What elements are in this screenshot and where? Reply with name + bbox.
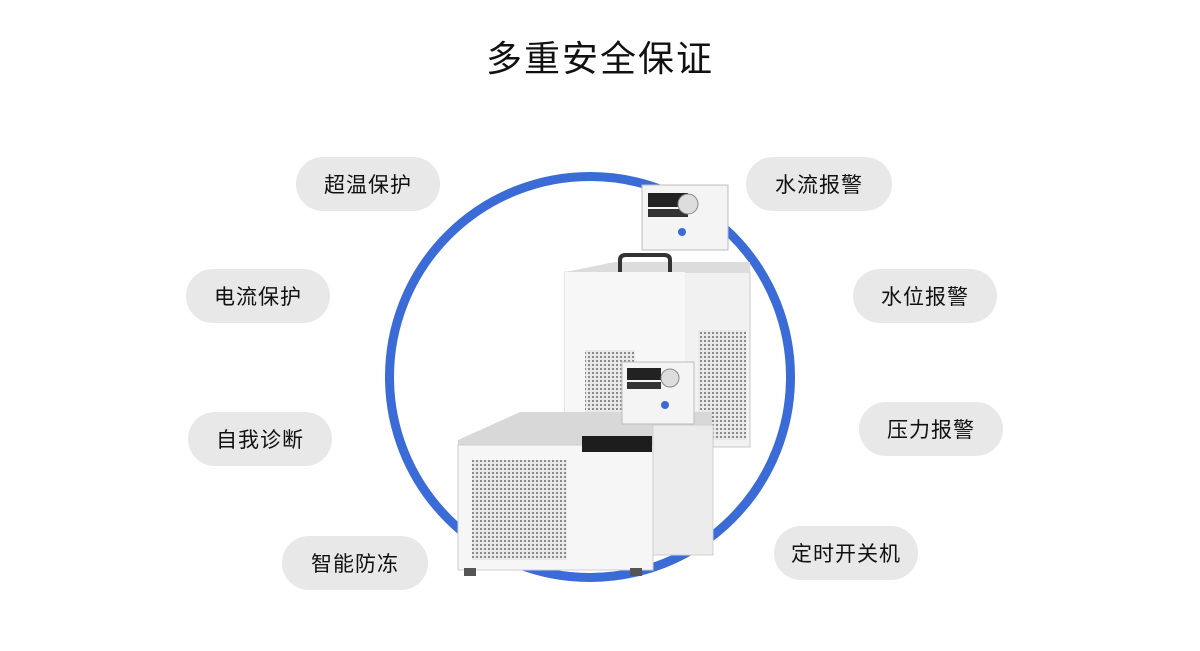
feature-pill-right-2: 水位报警 <box>853 269 997 323</box>
feature-pill-right-3: 压力报警 <box>859 402 1003 456</box>
feature-pill-left-3: 自我诊断 <box>188 412 332 466</box>
blue-ring <box>385 172 795 582</box>
feature-pill-right-1: 水流报警 <box>746 157 892 211</box>
feature-pill-right-4: 定时开关机 <box>774 526 918 580</box>
feature-pill-left-4: 智能防冻 <box>282 536 428 590</box>
front-unit <box>457 361 714 576</box>
feature-pill-left-2: 电流保护 <box>186 269 330 323</box>
page-title: 多重安全保证 <box>485 39 714 80</box>
feature-pill-left-1: 超温保护 <box>296 157 440 211</box>
